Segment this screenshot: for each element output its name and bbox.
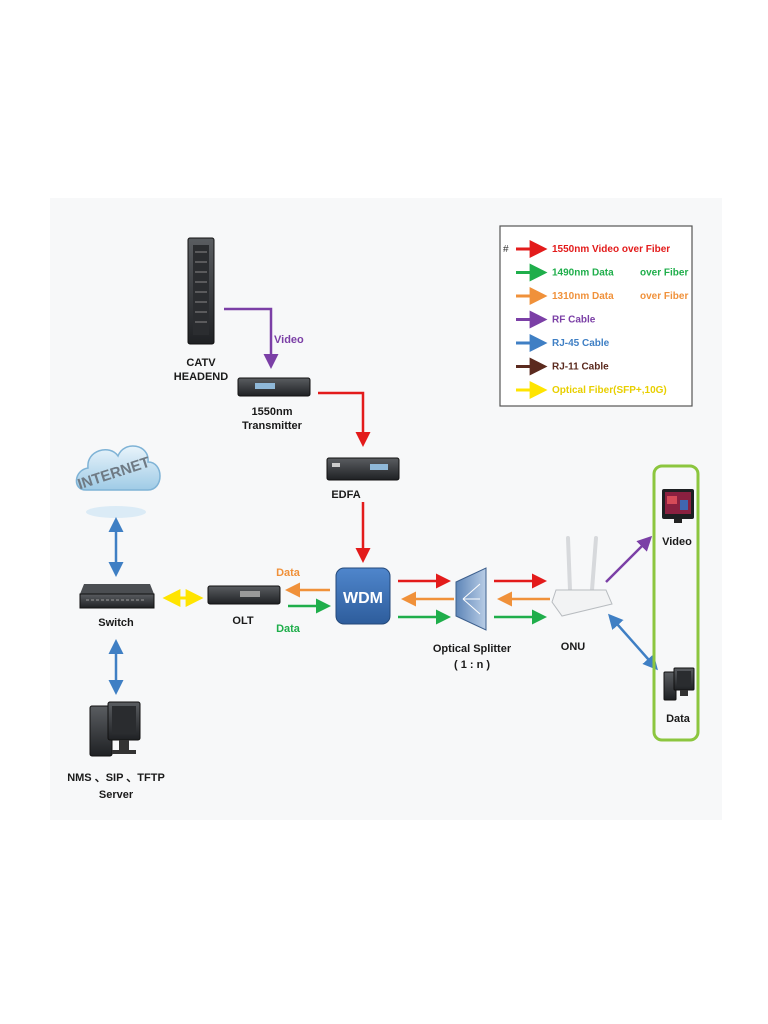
legend-label-3: RF Cable <box>552 315 596 326</box>
edfa-device-icon <box>326 457 400 481</box>
wdm-label: WDM <box>343 590 383 607</box>
olt-label: OLT <box>232 615 253 627</box>
switch-device-icon <box>79 584 155 609</box>
legend-label-1: 1490nm Data <box>552 268 614 279</box>
video-link-label: Video <box>274 334 304 346</box>
onu-router-icon <box>551 536 613 617</box>
optical-splitter-icon <box>455 567 487 631</box>
legend-label-6: Optical Fiber(SFP+,10G) <box>552 385 667 396</box>
rf-cable-onu-video <box>605 535 653 583</box>
switch-label: Switch <box>98 617 134 629</box>
legend-label-5: RJ-11 Cable <box>552 362 609 373</box>
legend-suffix-2: over Fiber <box>640 291 688 302</box>
onu-label: ONU <box>561 641 586 653</box>
customer-premises-frame <box>652 464 700 742</box>
tv-icon <box>662 489 694 523</box>
legend-suffix-1: over Fiber <box>640 268 688 279</box>
edfa-label: EDFA <box>331 489 360 501</box>
legend-marker-icon: # <box>503 244 509 255</box>
splitter-label-line2: ( 1 : n ) <box>454 659 490 671</box>
pc-icon <box>663 667 695 701</box>
internet-cloud-icon <box>75 445 161 518</box>
transmitter-device-icon <box>237 377 311 397</box>
olt-device-icon <box>207 585 281 605</box>
catv-headend-rack-icon <box>187 237 215 345</box>
video-fiber-transmitter-edfa <box>318 391 371 447</box>
legend-label-4: RJ-45 Cable <box>552 338 610 349</box>
rf-cable-link <box>224 307 279 369</box>
splitter-label-line1: Optical Splitter <box>433 643 512 655</box>
server-label-line1: NMS 、SIP 、TFTP <box>67 772 165 784</box>
olt-data-top-label: Data <box>276 567 301 579</box>
catv-label-line1: CATV <box>186 357 216 369</box>
catv-label-line2: HEADEND <box>174 371 228 383</box>
server-computer-icon <box>89 701 141 757</box>
legend-label-2: 1310nm Data <box>552 291 614 302</box>
wdm-device <box>335 567 391 625</box>
legend: # 1550nm Video over Fiber 1490nm Data over… <box>499 225 693 407</box>
olt-data-bottom-label: Data <box>276 623 301 635</box>
transmitter-label-line2: Transmitter <box>242 420 303 432</box>
rj45-onu-data <box>608 613 658 671</box>
server-label-line2: Server <box>99 789 134 801</box>
legend-label-0: 1550nm Video over Fiber <box>552 244 670 255</box>
transmitter-label-line1: 1550nm <box>252 406 293 418</box>
video-endpoint-label: Video <box>662 536 692 548</box>
data-endpoint-label: Data <box>666 713 691 725</box>
